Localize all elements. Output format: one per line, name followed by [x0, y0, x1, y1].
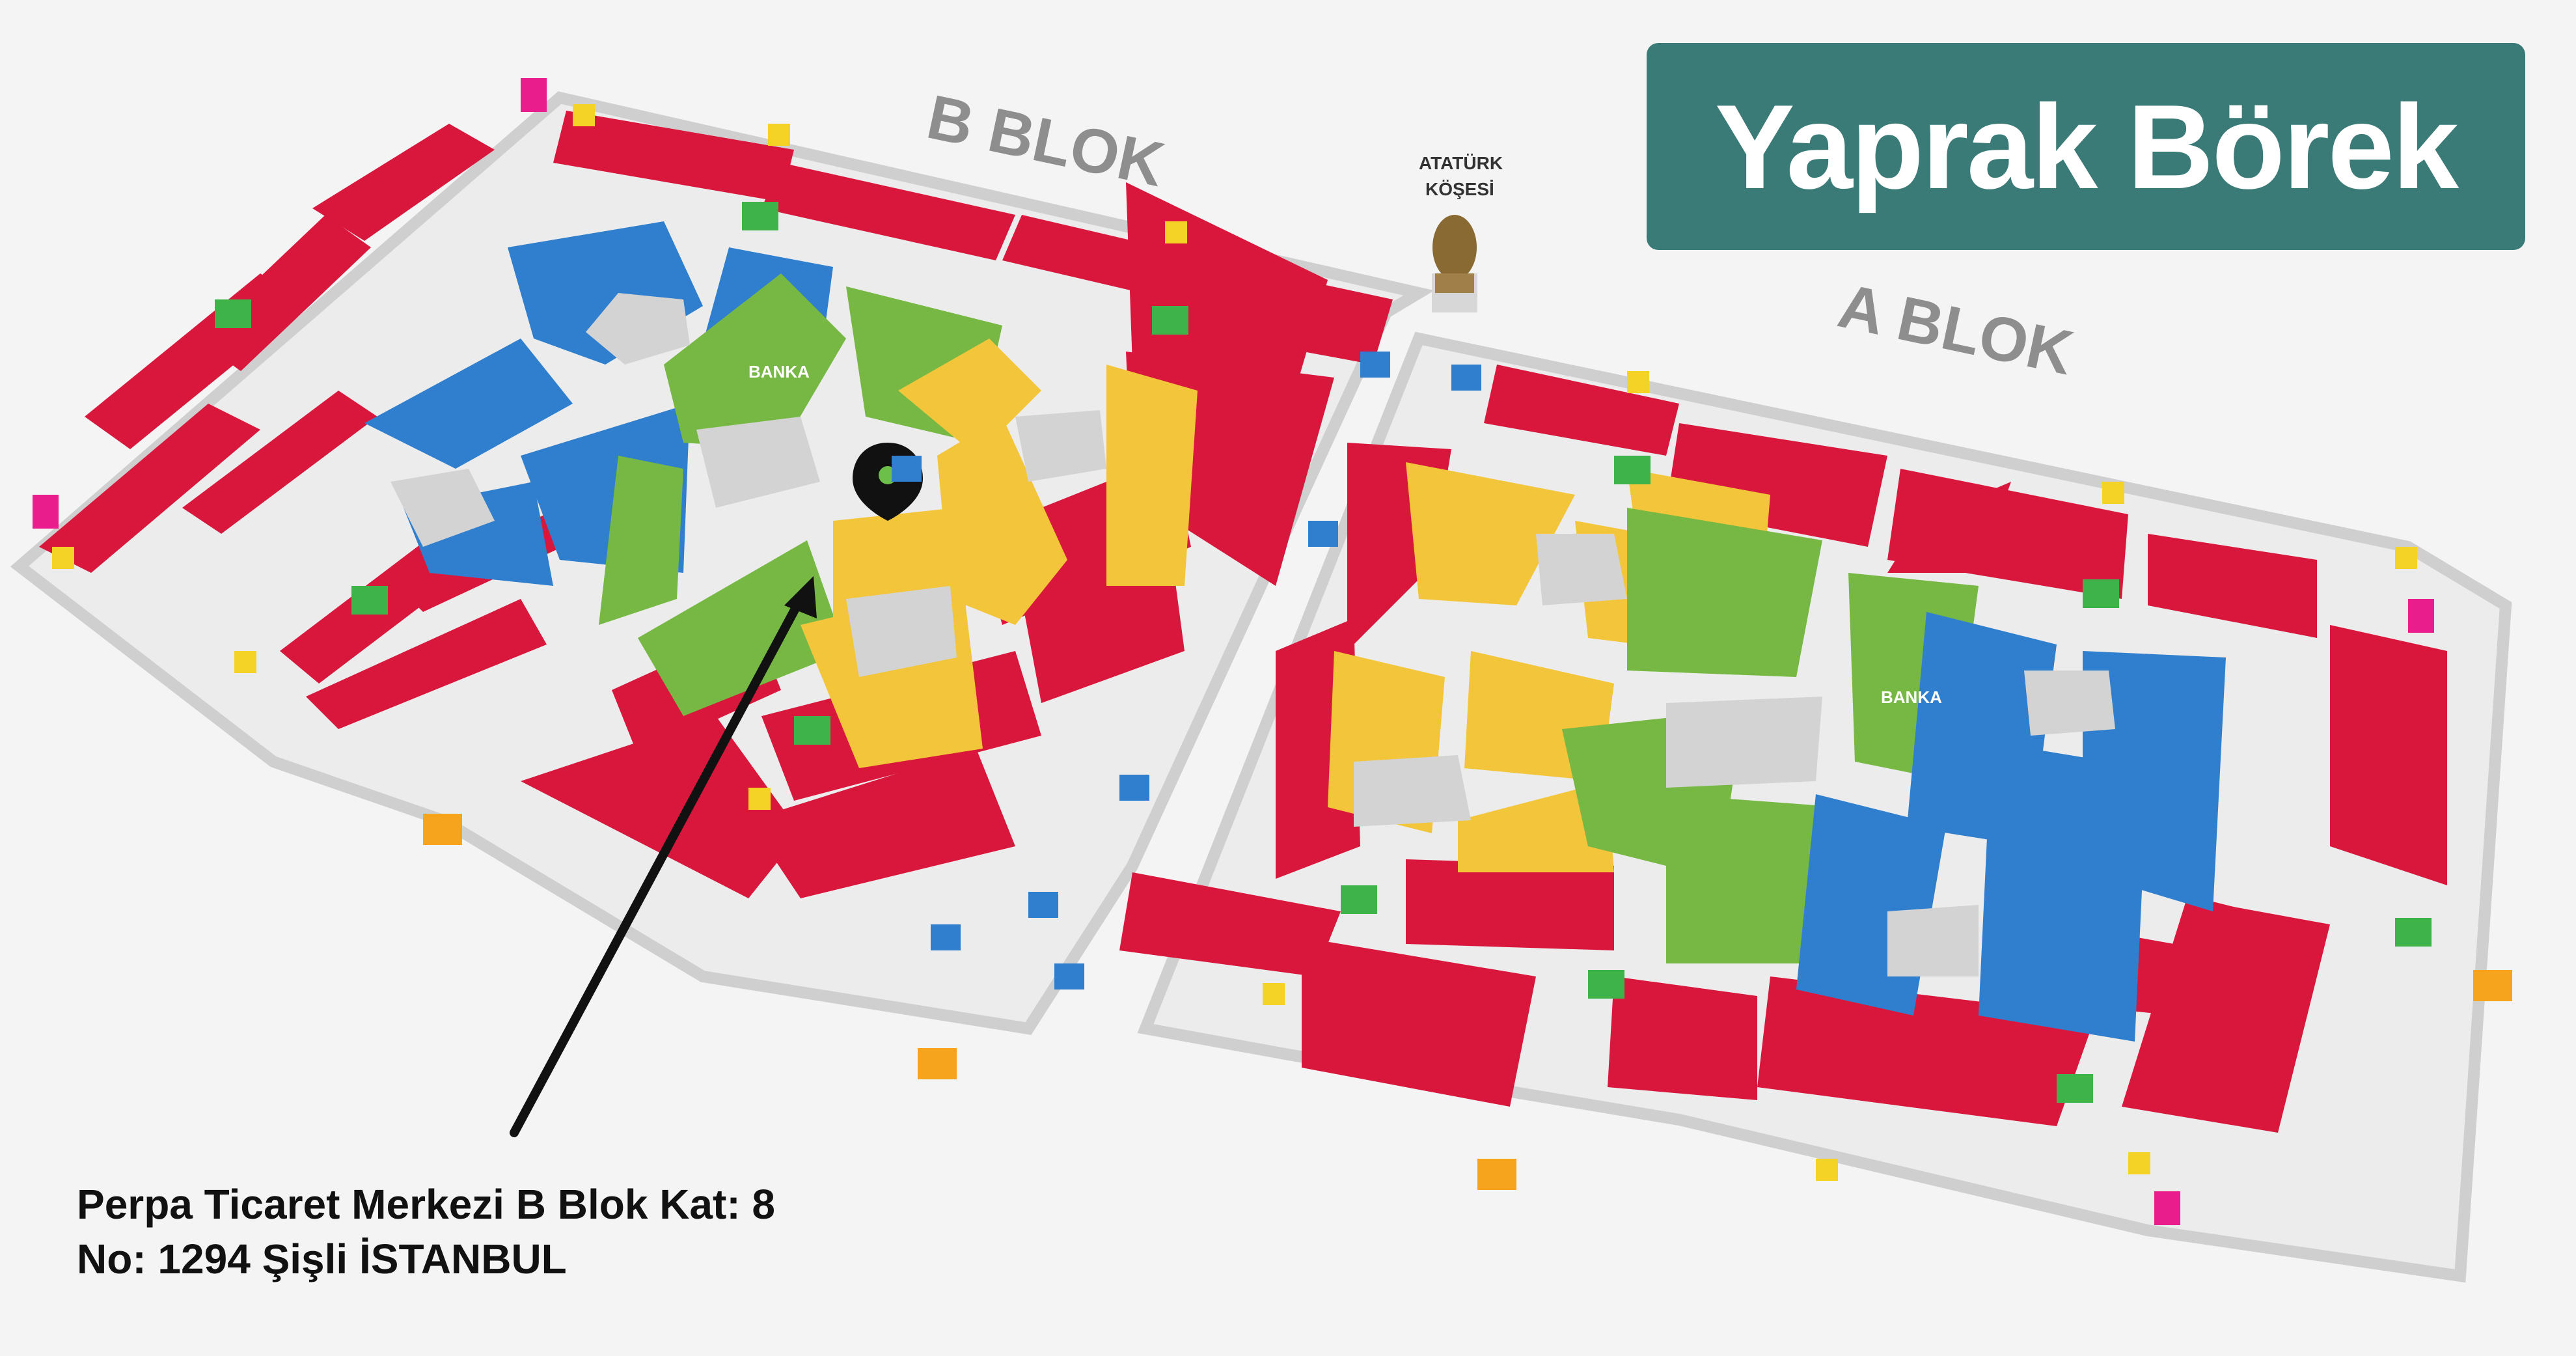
address-block: Perpa Ticaret Merkezi B Blok Kat: 8 No: … — [77, 1177, 775, 1286]
ataturk-bust — [1432, 215, 1477, 312]
address-line-1: Perpa Ticaret Merkezi B Blok Kat: 8 — [77, 1181, 775, 1228]
direction-arrow-icons — [423, 814, 2512, 1190]
a-blok-service-cores — [1354, 534, 2115, 976]
brand-name: Yaprak Börek — [1714, 79, 2459, 214]
stair-markers — [52, 104, 2417, 1181]
exit-sign-icons — [215, 202, 2432, 1103]
brand-badge: Yaprak Börek — [1647, 43, 2525, 250]
a-blok-bank-label: BANKA — [1881, 687, 1942, 707]
elevator-icons — [892, 352, 1481, 989]
b-blok-yellow-shops — [801, 339, 1198, 768]
wc-icons — [33, 78, 2434, 1225]
ataturk-label-line2: KÖŞESİ — [1425, 179, 1494, 199]
a-blok-green-shops — [1562, 508, 1979, 963]
address-line-2: No: 1294 Şişli İSTANBUL — [77, 1236, 567, 1282]
ataturk-label-line1: ATATÜRK — [1419, 153, 1503, 173]
pointer-arrow — [510, 576, 817, 1137]
b-blok-service-cores — [391, 293, 1106, 677]
b-blok-label: B BLOK — [922, 82, 1170, 200]
b-blok-floor — [10, 91, 1434, 1035]
b-blok-bank-label: BANKA — [748, 362, 810, 381]
a-blok-label: A BLOK — [1833, 271, 2079, 388]
